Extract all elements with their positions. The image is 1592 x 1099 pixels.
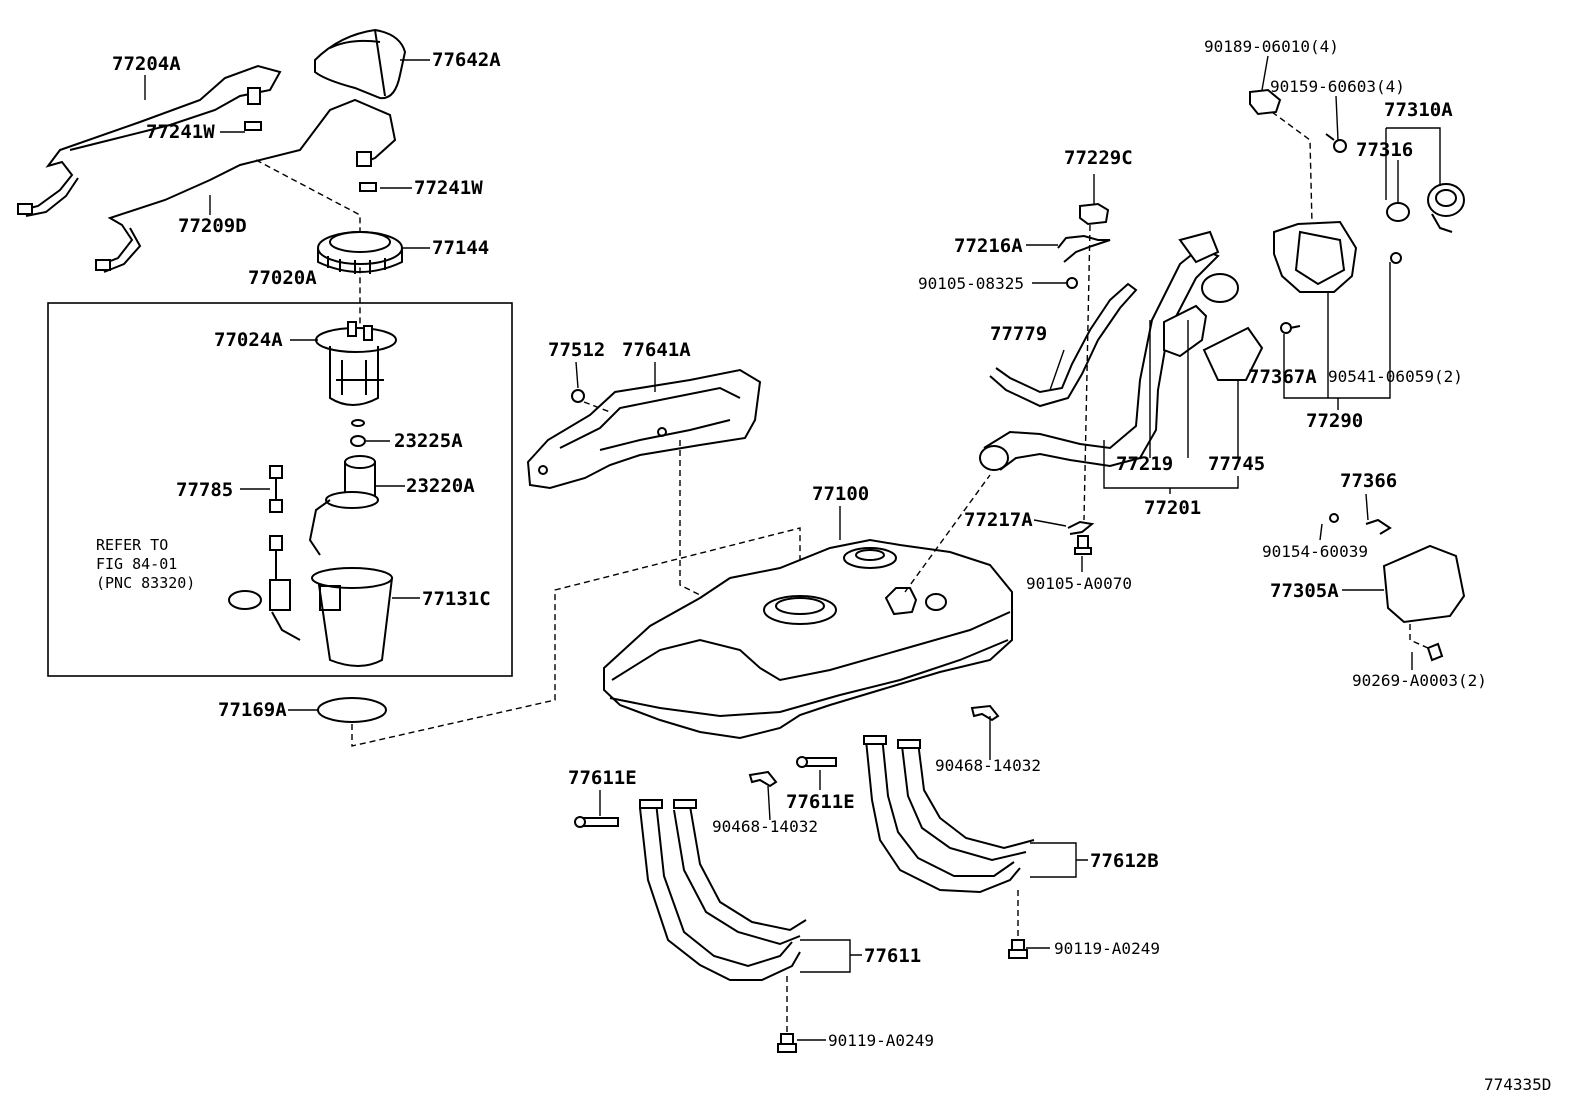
label-77229C: 77229C <box>1064 147 1133 169</box>
fuel-cap-77310A <box>1427 183 1465 233</box>
bolt-90105-08325 <box>1066 277 1078 289</box>
label-77020A: 77020A <box>248 267 317 289</box>
label-90541: 90541-06059(2) <box>1328 367 1463 386</box>
strap-77612B <box>863 735 1035 894</box>
label-77611E-b: 77611E <box>786 791 855 813</box>
label-90468-a: 90468-14032 <box>712 817 818 836</box>
connector-77785 <box>269 465 283 513</box>
clip-77217A <box>1067 520 1095 535</box>
filter-23225A <box>350 419 366 447</box>
gasket-77169A <box>317 697 387 723</box>
label-77611: 77611 <box>864 945 921 967</box>
label-77642A: 77642A <box>432 49 501 71</box>
label-77219: 77219 <box>1116 453 1173 475</box>
label-77310A: 77310A <box>1384 99 1453 121</box>
label-23225A: 23225A <box>394 430 463 452</box>
label-90269: 90269-A0003(2) <box>1352 671 1487 690</box>
refer-note-line3: (PNC 83320) <box>96 574 195 592</box>
fuel-sender-float <box>228 535 301 641</box>
label-77785: 77785 <box>176 479 233 501</box>
gasket-77316 <box>1386 202 1410 222</box>
pump-cap-77024A <box>315 321 397 406</box>
label-77641A: 77641A <box>622 339 691 361</box>
screw-77367A <box>1280 322 1301 334</box>
label-77144: 77144 <box>432 237 489 259</box>
label-90119-a: 90119-A0249 <box>828 1031 934 1050</box>
label-77204A: 77204A <box>112 53 181 75</box>
bolt-90119-a <box>777 1033 797 1053</box>
clip-77241W-b <box>359 182 377 192</box>
filler-housing-77290 <box>1273 220 1358 293</box>
label-23220A: 23220A <box>406 475 475 497</box>
label-90159: 90159-60603(4) <box>1270 77 1405 96</box>
bolt-77611E-b <box>796 756 837 768</box>
label-77217A: 77217A <box>964 509 1033 531</box>
filler-pipe-77219 <box>979 230 1220 471</box>
clamp-77229C <box>1079 202 1110 226</box>
clip-77241W-a <box>244 121 262 131</box>
label-77316: 77316 <box>1356 139 1413 161</box>
label-90105-A0070: 90105-A0070 <box>1026 574 1132 593</box>
label-90189: 90189-06010(4) <box>1204 37 1339 56</box>
label-77241W-b: 77241W <box>414 177 483 199</box>
refer-note-line2: FIG 84-01 <box>96 555 177 573</box>
label-77024A: 77024A <box>214 329 283 351</box>
bolt-90105-A0070 <box>1074 535 1092 555</box>
clip-90468-a <box>748 770 778 788</box>
bolt-90119-b <box>1008 939 1028 959</box>
hinge-77366 <box>1365 518 1392 535</box>
label-77100: 77100 <box>812 483 869 505</box>
breather-hose-77779 <box>989 282 1138 408</box>
label-90105-08325: 90105-08325 <box>918 274 1024 293</box>
leader-lines <box>144 55 1441 1041</box>
filler-neck-77745 <box>1163 273 1264 381</box>
pump-cover-77642A <box>314 28 407 100</box>
fuel-line-77209D <box>95 98 397 273</box>
label-90468-b: 90468-14032 <box>935 756 1041 775</box>
reservoir-77131C <box>311 567 394 667</box>
bolt-90154 <box>1329 513 1339 523</box>
label-77366: 77366 <box>1340 470 1397 492</box>
clip-90468-b <box>970 704 1000 722</box>
label-90119-b: 90119-A0249 <box>1054 939 1160 958</box>
pump-23220A <box>308 455 379 556</box>
label-77779: 77779 <box>990 323 1047 345</box>
heat-shield-77641A <box>526 368 762 490</box>
label-77612B: 77612B <box>1090 850 1159 872</box>
label-77216A: 77216A <box>954 235 1023 257</box>
screw-90159 <box>1325 133 1347 153</box>
pump-assembly-box-77020A <box>47 302 513 677</box>
bumper-90269 <box>1426 642 1444 662</box>
label-77169A: 77169A <box>218 699 287 721</box>
diagram-code: 774335D <box>1484 1075 1551 1094</box>
label-77201: 77201 <box>1144 497 1201 519</box>
nut-77512 <box>571 389 585 403</box>
fuel-line-77204A <box>17 64 282 217</box>
strap-77611 <box>639 799 807 981</box>
label-77209D: 77209D <box>178 215 247 237</box>
nut-90541 <box>1390 252 1402 264</box>
refer-note-line1: REFER TO <box>96 536 168 554</box>
label-77290: 77290 <box>1306 410 1363 432</box>
retainer-ring-77144 <box>317 231 403 274</box>
label-77241W-a: 77241W <box>146 121 215 143</box>
label-90154: 90154-60039 <box>1262 542 1368 561</box>
label-77512: 77512 <box>548 339 605 361</box>
bracket-77216A <box>1057 234 1111 263</box>
clip-90189 <box>1249 88 1282 116</box>
fuel-door-77305A <box>1382 544 1466 624</box>
label-77745: 77745 <box>1208 453 1265 475</box>
fuel-tank-77100 <box>603 538 1013 740</box>
label-77367A: 77367A <box>1248 366 1317 388</box>
label-77305A: 77305A <box>1270 580 1339 602</box>
label-77131C: 77131C <box>422 588 491 610</box>
bolt-77611E-a <box>574 816 619 828</box>
label-77611E-a: 77611E <box>568 767 637 789</box>
